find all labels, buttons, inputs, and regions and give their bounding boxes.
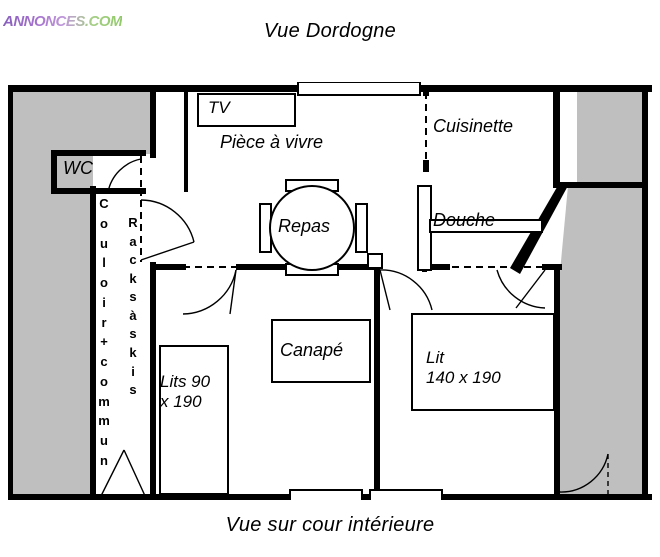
beds-single-line1: Lits 90 bbox=[160, 372, 211, 391]
tv-shape bbox=[197, 93, 296, 127]
wall-corridor-right-top bbox=[150, 90, 156, 158]
furniture-label-sofa: Canapé bbox=[280, 340, 344, 360]
windows bbox=[289, 82, 543, 500]
bed-double-line1: Lit bbox=[426, 348, 444, 367]
door-leaf-corridor bbox=[140, 241, 195, 261]
door-leaf-bedroom-right-a bbox=[379, 269, 391, 311]
door-arc-corridor bbox=[140, 199, 195, 243]
door-leaf-bedroom-left bbox=[229, 269, 237, 315]
bed-double-shape bbox=[411, 313, 555, 411]
corridor-letter: m bbox=[98, 393, 110, 409]
divider-post bbox=[367, 253, 383, 269]
chair-right bbox=[355, 203, 368, 253]
corridor-letter: c bbox=[100, 354, 108, 369]
ski-racks-letter: à bbox=[129, 307, 137, 323]
shower-fixture bbox=[429, 219, 543, 233]
corridor-letter: o bbox=[100, 275, 108, 290]
ski-racks-letter: k bbox=[129, 345, 137, 361]
caption-bottom-view: Vue sur cour intérieure bbox=[225, 514, 435, 536]
bed-double-line2: 140 x 190 bbox=[426, 367, 501, 387]
dining-table-shape bbox=[269, 185, 355, 271]
furniture-label-tv: TV bbox=[208, 98, 230, 117]
wall-shower-bottom-right bbox=[542, 264, 562, 270]
door-leaf-shower bbox=[515, 269, 546, 309]
corridor-letter: u bbox=[100, 235, 108, 251]
beds-single-line2: x 190 bbox=[160, 391, 202, 411]
sofa-shape bbox=[271, 319, 371, 383]
grey-right-top bbox=[577, 90, 645, 188]
wall-left bbox=[8, 85, 13, 500]
wall-shower-bottom-left bbox=[426, 264, 450, 270]
ski-racks-letter: k bbox=[129, 270, 137, 286]
corridor-letter: o bbox=[100, 215, 108, 231]
wall-wc-top bbox=[51, 150, 146, 156]
ski-racks-letter: i bbox=[131, 363, 135, 379]
floor-plan-drawing bbox=[8, 82, 652, 500]
ski-racks-letter: s bbox=[129, 326, 137, 342]
caption-top-view: Vue Dordogne bbox=[263, 20, 397, 42]
corridor-letter: u bbox=[100, 433, 108, 448]
door-arc-wc bbox=[107, 158, 142, 193]
wall-right bbox=[642, 85, 648, 500]
wall-living-left bbox=[184, 92, 188, 192]
ski-racks-letter: c bbox=[129, 252, 137, 268]
furniture-shapes bbox=[159, 93, 555, 495]
grey-areas bbox=[8, 90, 645, 498]
furniture-label-beds-single: Lits 90 x 190 bbox=[160, 372, 210, 411]
wall-kitchenette-stub2 bbox=[423, 160, 429, 172]
wall-wc-bottom bbox=[51, 188, 146, 194]
room-label-wc: WC bbox=[63, 158, 93, 178]
door-leaf-corridor-b2 bbox=[123, 449, 147, 499]
ski-racks-letter: a bbox=[129, 233, 137, 249]
corridor-letter: l bbox=[102, 255, 106, 271]
ski-racks-letter: s bbox=[129, 382, 137, 398]
window-bottom-right bbox=[369, 489, 443, 500]
wall-bedroom-right bbox=[554, 268, 560, 498]
wall-wc-left bbox=[51, 150, 57, 194]
furniture-label-bed-double: Lit 140 x 190 bbox=[426, 348, 501, 387]
corridor-letter: i bbox=[102, 294, 106, 310]
corridor-letter: r bbox=[101, 314, 107, 330]
corridor-letter: o bbox=[100, 373, 108, 389]
corridor-letter: n bbox=[100, 452, 108, 468]
door-arc-bedroom-right-a bbox=[379, 269, 433, 311]
window-bottom-left bbox=[289, 489, 363, 500]
wall-corridor-left bbox=[90, 186, 96, 498]
wall-bedroom-divider bbox=[374, 268, 380, 498]
ski-racks-letter: s bbox=[129, 289, 137, 305]
wall-douche-right-top bbox=[560, 182, 645, 188]
corridor-letter: + bbox=[100, 334, 108, 350]
door-leaf-corridor-b1 bbox=[99, 449, 125, 499]
wall-corridor-right-bottom bbox=[150, 262, 156, 498]
floor-plan: WC TV Pièce à vivre Repas Cuisinette Dou… bbox=[8, 82, 652, 500]
room-label-living: Pièce à vivre bbox=[220, 132, 324, 152]
grey-left bbox=[8, 90, 93, 498]
corridor-letter: m bbox=[98, 413, 110, 429]
beds-single-shape bbox=[159, 345, 229, 495]
wall-kitchenette-stub bbox=[423, 90, 429, 96]
door-arc-bottom-right bbox=[559, 453, 609, 493]
corridor-letter: C bbox=[99, 196, 109, 211]
grey-right-bottom bbox=[560, 186, 645, 498]
room-label-shower: Douche bbox=[433, 210, 496, 230]
window-top-living bbox=[297, 82, 421, 96]
grey-above-wc bbox=[93, 90, 153, 154]
watermark-annonces: ANNONCES.COM bbox=[3, 13, 123, 30]
room-label-kitchenette: Cuisinette bbox=[433, 116, 514, 136]
door-arc-shower bbox=[496, 269, 546, 309]
ski-racks-letter: R bbox=[128, 215, 138, 230]
wall-living-divider-left bbox=[156, 264, 186, 270]
wall-kitchenette-right bbox=[553, 90, 560, 188]
door-arc-bedroom-left bbox=[182, 269, 237, 315]
furniture-label-dining: Repas bbox=[278, 216, 331, 236]
